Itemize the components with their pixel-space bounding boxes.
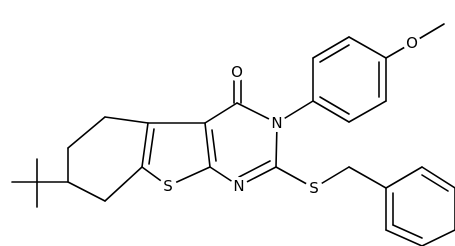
atom-labels: O N N S S O (159, 34, 421, 197)
methoxy-oxygen-label: O (406, 34, 418, 52)
bond-ar6-ar1 (312, 100, 350, 123)
bond-ar-inner-3 (319, 96, 350, 115)
bond-ch2-ph (348, 166, 387, 189)
bond-c4a-c8a (141, 122, 149, 168)
bond-ph1-ph2 (385, 166, 423, 189)
bond-c2-n1-double (238, 160, 271, 178)
bond-ar5-ar6 (348, 100, 387, 123)
bond-c7-c8 (67, 181, 106, 202)
bond-c8-c8a (104, 166, 143, 202)
bond-c4b-c7a (204, 122, 211, 168)
bond-ph2-ph3 (421, 166, 455, 189)
bond-ar-inner-1 (319, 44, 350, 63)
bond-c5-c4a (104, 116, 149, 124)
bond-c6-c5 (67, 116, 106, 149)
n3-label: N (271, 114, 282, 132)
bond-c4a-c8a-double (148, 128, 155, 165)
bond-ph5-ph6 (385, 229, 423, 246)
bond-lines (11, 23, 455, 246)
n1-label: N (233, 177, 244, 195)
bond-ar2-ar3 (312, 36, 350, 59)
bond-ph4-ph5 (421, 229, 455, 246)
thioether-sulfur-label: S (309, 179, 319, 197)
bond-ph-inner-1 (421, 174, 449, 192)
bond-ar3-ar4 (348, 36, 387, 59)
bond-ph-inner-2 (392, 224, 423, 239)
carbonyl-oxygen-label: O (231, 63, 243, 81)
bond-c4b-c4 (204, 102, 238, 124)
ring-sulfur-label: S (163, 177, 173, 195)
bond-c4b-c7a-double (211, 129, 217, 162)
